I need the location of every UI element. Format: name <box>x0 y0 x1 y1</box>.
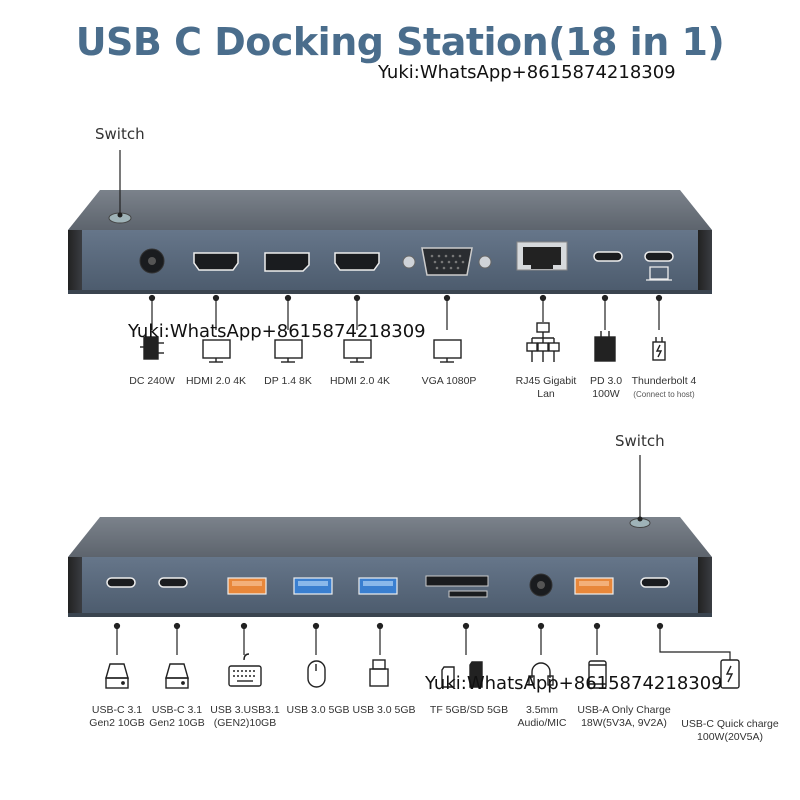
monitor-icon-vga <box>433 339 462 363</box>
sd-card-icon <box>441 661 483 688</box>
label-usb31: USB 3.USB3.1(GEN2)10GB <box>210 704 280 729</box>
hdmi-port-b <box>334 252 380 271</box>
label-thunderbolt: Thunderbolt 4(Connect to host) <box>631 375 697 399</box>
label-hdmi-b: HDMI 2.0 4K <box>329 375 391 387</box>
phone-charge-icon <box>720 659 740 689</box>
sd-slot <box>425 575 489 587</box>
phone-icon <box>588 660 607 689</box>
dc-plug-icon <box>140 336 164 360</box>
usbc-port-2 <box>158 577 188 588</box>
vga-port <box>421 247 473 276</box>
top-switch-label: Switch <box>95 125 145 143</box>
watermark-top: Yuki:WhatsApp+8615874218309 <box>378 62 676 83</box>
label-tf-sd: TF 5GB/SD 5GB <box>429 704 509 716</box>
label-dp: DP 1.4 8K <box>264 375 312 387</box>
hdmi-port-a <box>193 252 239 271</box>
hard-drive-icon-2 <box>165 663 189 689</box>
mouse-icon <box>307 660 326 688</box>
bottom-callout-lines <box>113 622 731 660</box>
usbc-port-3 <box>640 577 670 588</box>
top-dock-lid <box>68 190 712 230</box>
thunderbolt-port <box>644 251 674 262</box>
bottom-dock <box>68 517 712 617</box>
top-callout-lines <box>148 294 663 330</box>
usbc-port-1 <box>106 577 136 588</box>
pd-usbc-port <box>593 251 623 262</box>
keyboard-icon <box>228 653 262 687</box>
label-dc-240w: DC 240W <box>129 375 175 387</box>
network-icon <box>526 322 560 362</box>
page-title: USB C Docking Station(18 in 1) <box>75 20 725 64</box>
hard-drive-icon-1 <box>105 663 129 689</box>
bottom-dock-lid <box>68 517 712 557</box>
bottom-switch-label: Switch <box>615 432 665 450</box>
label-vga: VGA 1080P <box>421 375 477 387</box>
power-adapter-icon <box>594 331 616 362</box>
watermark-middle: Yuki:WhatsApp+8615874218309 <box>128 321 426 342</box>
charging-plug-icon <box>652 337 666 361</box>
monitor-icon-hdmi-a <box>202 339 231 363</box>
monitor-icon-hdmi-b <box>343 339 372 363</box>
usb-stick-icon <box>369 659 389 687</box>
label-usb30-b: USB 3.0 5GB <box>352 704 416 716</box>
watermark-bottom: Yuki:WhatsApp+8615874218309 <box>425 673 723 694</box>
label-usb30-a: USB 3.0 5GB <box>286 704 350 716</box>
dp-port <box>264 252 310 272</box>
headset-icon <box>528 662 554 686</box>
monitor-icon-dp <box>274 339 303 363</box>
tf-slot <box>448 590 488 598</box>
laptop-icon <box>646 266 672 281</box>
label-hdmi-a: HDMI 2.0 4K <box>185 375 247 387</box>
top-dock <box>68 190 712 294</box>
